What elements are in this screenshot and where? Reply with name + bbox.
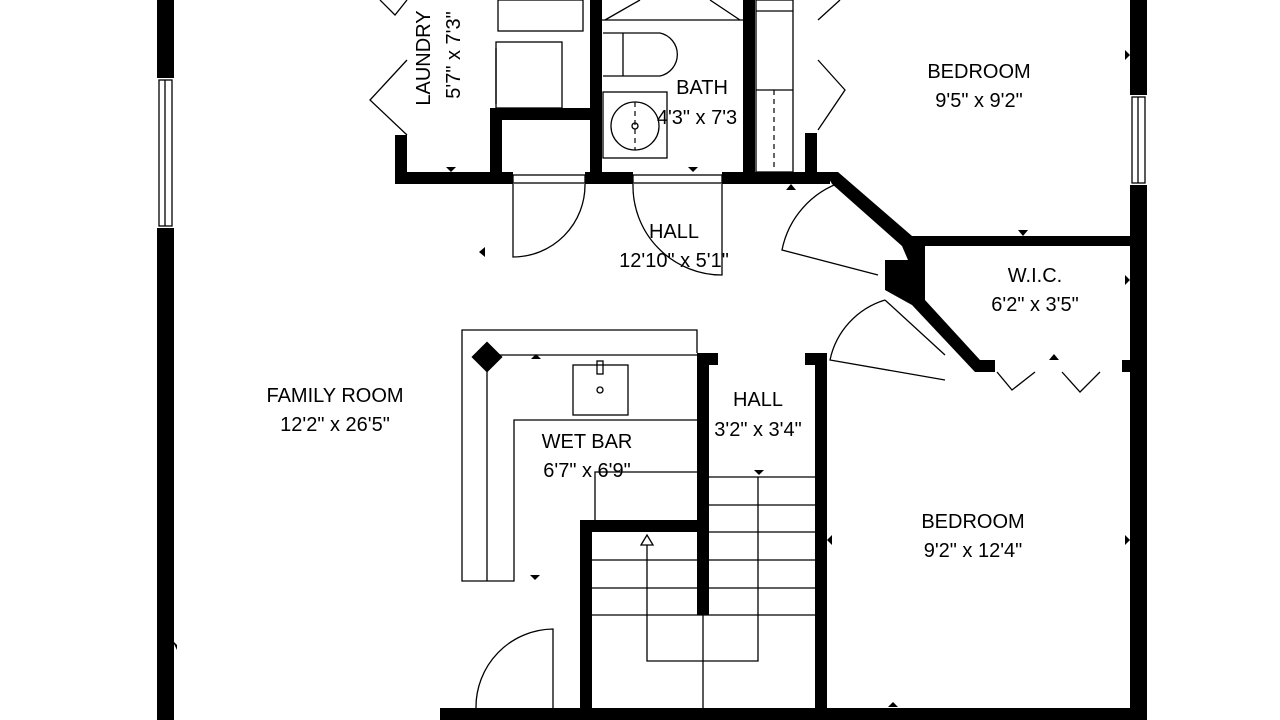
room-laundry: LAUNDRY 5'7" x 7'3": [413, 10, 465, 105]
wet-bar-name: WET BAR: [542, 431, 633, 453]
window-right: [1130, 95, 1147, 185]
column: [471, 341, 503, 373]
room-wic: W.I.C. 6'2" x 3'5": [991, 265, 1078, 316]
room-hall-small: HALL 3'2" x 3'4": [714, 389, 801, 441]
toilet: [603, 32, 678, 77]
room-bath: BATH 4'3" x 7'3: [657, 77, 737, 129]
door-bedroom-top: [781, 181, 906, 276]
door-laundry-closet: [512, 174, 586, 258]
laundry-size: 5'7" x 7'3": [443, 11, 465, 98]
wet-bar-counter: [461, 329, 698, 582]
family-room-name: FAMILY ROOM: [266, 385, 403, 407]
bedroom-bottom-size: 9'2" x 12'4": [924, 540, 1023, 562]
room-hall-top: HALL 12'10" x 5'1": [619, 221, 729, 272]
room-wet-bar: WET BAR 6'7" x 6'9": [542, 431, 633, 482]
washer-dryer: [495, 0, 584, 109]
dimension-markers: [172, 50, 1130, 707]
interior-walls: [395, 0, 1132, 710]
bath-sink: [602, 91, 668, 159]
window-left: [157, 78, 174, 228]
hall-top-size: 12'10" x 5'1": [619, 250, 729, 272]
hall-small-size: 3'2" x 3'4": [714, 419, 801, 441]
stairs: [592, 476, 815, 708]
closet-shelving: [755, 0, 794, 173]
room-bedroom-top: BEDROOM 9'5" x 9'2": [927, 61, 1030, 112]
door-exterior: [475, 628, 555, 719]
bifold-doors-laundry: [369, 0, 408, 136]
hall-small-name: HALL: [733, 389, 783, 411]
bedroom-top-size: 9'5" x 9'2": [935, 90, 1022, 112]
wic-size: 6'2" x 3'5": [991, 294, 1078, 316]
bedroom-top-name: BEDROOM: [927, 61, 1030, 83]
door-bedroom-bottom: [829, 299, 946, 381]
family-room-size: 12'2" x 26'5": [280, 414, 390, 436]
wet-bar-size: 6'7" x 6'9": [543, 460, 630, 482]
bifold-doors-bedroom-closet: [817, 0, 846, 131]
bedroom-bottom-name: BEDROOM: [921, 511, 1024, 533]
bifold-doors-wic: [996, 371, 1101, 393]
room-bedroom-bottom: BEDROOM 9'2" x 12'4": [921, 511, 1024, 562]
laundry-name: LAUNDRY: [413, 10, 435, 105]
wic-name: W.I.C.: [1008, 265, 1062, 287]
shower: [602, 0, 743, 21]
room-family-room: FAMILY ROOM 12'2" x 26'5": [266, 385, 403, 436]
bath-name: BATH: [676, 77, 728, 99]
bath-size: 4'3" x 7'3: [657, 107, 737, 129]
hall-top-name: HALL: [649, 221, 699, 243]
door-bath: [632, 174, 723, 276]
